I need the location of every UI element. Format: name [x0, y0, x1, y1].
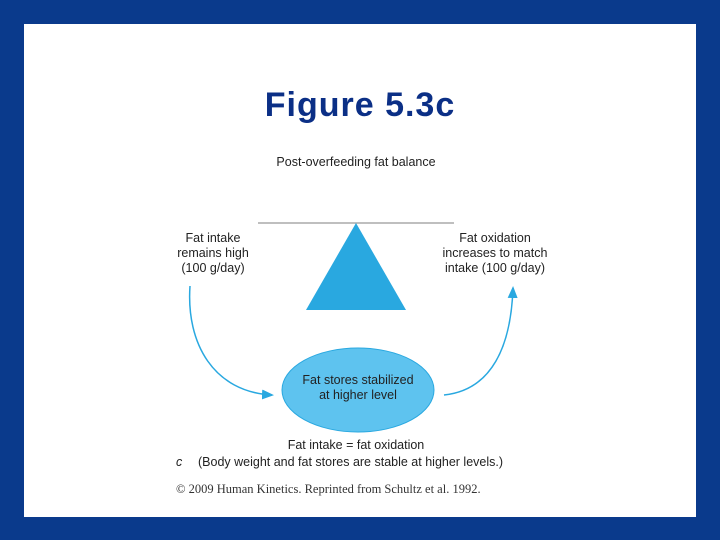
oxidation-arrow — [443, 286, 518, 396]
fat-oxidation-label: Fat oxidation increases to match intake … — [442, 231, 548, 275]
slide-panel: Figure 5.3c Post-overfeeding fat balance… — [24, 24, 696, 517]
fulcrum-triangle — [306, 223, 406, 310]
copyright-notice: © 2009 Human Kinetics. Reprinted from Sc… — [176, 482, 481, 496]
diagram-heading: Post-overfeeding fat balance — [276, 155, 436, 169]
diagram-caption: (Body weight and fat stores are stable a… — [198, 455, 504, 469]
balance-equation: Fat intake = fat oxidation — [287, 438, 425, 452]
fat-balance-diagram — [188, 222, 518, 433]
slide-title: Figure 5.3c — [264, 86, 456, 124]
fat-stores-ellipse — [281, 347, 435, 433]
panel-letter: c — [176, 455, 183, 469]
fat-stores-label: Fat stores stabilized at higher level — [302, 373, 414, 402]
intake-arrow — [188, 285, 274, 400]
fat-intake-label: Fat intake remains high (100 g/day) — [177, 231, 249, 275]
